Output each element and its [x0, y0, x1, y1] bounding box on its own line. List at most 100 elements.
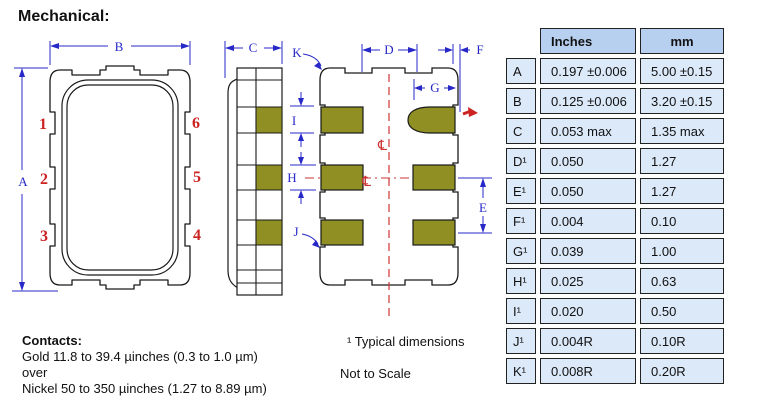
- dim-label-K: K: [292, 45, 302, 60]
- row-label: J¹: [506, 328, 536, 354]
- inches-value: 0.050: [540, 178, 636, 204]
- row-label: F¹: [506, 208, 536, 234]
- dim-label-E: E: [479, 200, 487, 215]
- inches-value: 0.197 ±0.006: [540, 58, 636, 84]
- row-label: D¹: [506, 148, 536, 174]
- centerline-symbol: ℄: [361, 174, 371, 190]
- dim-label-G: G: [430, 80, 439, 95]
- pin-label-2: 2: [40, 171, 48, 188]
- row-label: A: [506, 58, 536, 84]
- dim-label-A: A: [18, 174, 28, 189]
- lid-inner-line: [66, 84, 174, 271]
- mm-value: 3.20 ±0.15: [640, 88, 724, 114]
- row-label: I¹: [506, 298, 536, 324]
- column-header-mm: mm: [640, 28, 724, 54]
- side-contact-pads: [255, 106, 283, 246]
- pin-label-1: 1: [39, 116, 47, 133]
- inches-value: 0.039: [540, 238, 636, 264]
- dim-label-J: J: [293, 224, 298, 239]
- table-header-row: Inches mm: [506, 28, 724, 54]
- package-outline: [49, 65, 191, 290]
- row-label: B: [506, 88, 536, 114]
- mm-value: 5.00 ±0.15: [640, 58, 724, 84]
- dimension-G: [413, 79, 456, 100]
- dim-label-I: I: [292, 113, 296, 128]
- dim-label-B: B: [115, 39, 124, 54]
- pin-label-6: 6: [192, 115, 200, 132]
- side-view: C: [224, 40, 283, 296]
- mm-value: 0.20R: [640, 358, 724, 384]
- mm-value: 0.63: [640, 268, 724, 294]
- contacts-line-over: over: [22, 365, 48, 380]
- contacts-line-gold: Gold 11.8 to 39.4 µinches (0.3 to 1.0 µm…: [22, 349, 258, 364]
- inches-value: 0.008R: [540, 358, 636, 384]
- dim-label-C: C: [249, 40, 258, 55]
- dimension-J: [301, 233, 320, 248]
- dimension-E: [458, 177, 492, 234]
- inches-value: 0.050: [540, 148, 636, 174]
- dimension-K: [302, 53, 322, 70]
- dimension-A: [12, 67, 58, 292]
- contacts-note: Contacts: Gold 11.8 to 39.4 µinches (0.3…: [22, 333, 267, 397]
- dimension-D: [361, 44, 418, 72]
- page-title: Mechanical:: [18, 8, 110, 25]
- pin-label-4: 4: [193, 227, 201, 244]
- contacts-line-nickel: Nickel 50 to 350 µinches (1.27 to 8.89 µ…: [22, 381, 267, 396]
- table-corner-cell: [506, 28, 536, 54]
- mm-value: 1.35 max: [640, 118, 724, 144]
- contacts-title: Contacts:: [22, 333, 82, 348]
- side-profile-bracket: [227, 78, 239, 289]
- dimension-I: [290, 92, 314, 147]
- dimension-F: [438, 44, 470, 112]
- mm-value: 0.50: [640, 298, 724, 324]
- dim-label-D: D: [384, 42, 393, 57]
- inches-value: 0.053 max: [540, 118, 636, 144]
- bottom-view: ℄ ℄ D F: [287, 42, 492, 316]
- column-header-inches: Inches: [540, 28, 636, 54]
- mm-value: 1.27: [640, 178, 724, 204]
- not-to-scale-note: Not to Scale: [340, 366, 411, 381]
- typical-dimensions-footnote: ¹ Typical dimensions: [347, 334, 465, 349]
- inches-value: 0.004: [540, 208, 636, 234]
- inches-value: 0.004R: [540, 328, 636, 354]
- mm-value: 0.10R: [640, 328, 724, 354]
- pin1-d-shaped-pad: [407, 106, 456, 134]
- lid-outer-line: [61, 79, 179, 276]
- dimension-H: [290, 152, 316, 204]
- mm-value: 1.00: [640, 238, 724, 264]
- pin-label-3: 3: [40, 228, 48, 245]
- row-label: G¹: [506, 238, 536, 264]
- pin1-indicator-arrow: [462, 107, 478, 117]
- row-label: C: [506, 118, 536, 144]
- front-view: 1 2 3 6 5 4 B A: [12, 39, 201, 292]
- dim-label-H: H: [287, 170, 296, 185]
- inches-value: 0.025: [540, 268, 636, 294]
- centerline-symbol: ℄: [377, 138, 387, 154]
- inches-value: 0.125 ±0.006: [540, 88, 636, 114]
- row-label: E¹: [506, 178, 536, 204]
- row-label: H¹: [506, 268, 536, 294]
- dim-label-F: F: [476, 42, 483, 57]
- inches-value: 0.020: [540, 298, 636, 324]
- mm-value: 1.27: [640, 148, 724, 174]
- contact-pads: [320, 106, 456, 246]
- row-label: K¹: [506, 358, 536, 384]
- dimension-B: [49, 41, 191, 65]
- pin-label-5: 5: [193, 169, 201, 186]
- dimension-C: [224, 41, 283, 78]
- mm-value: 0.10: [640, 208, 724, 234]
